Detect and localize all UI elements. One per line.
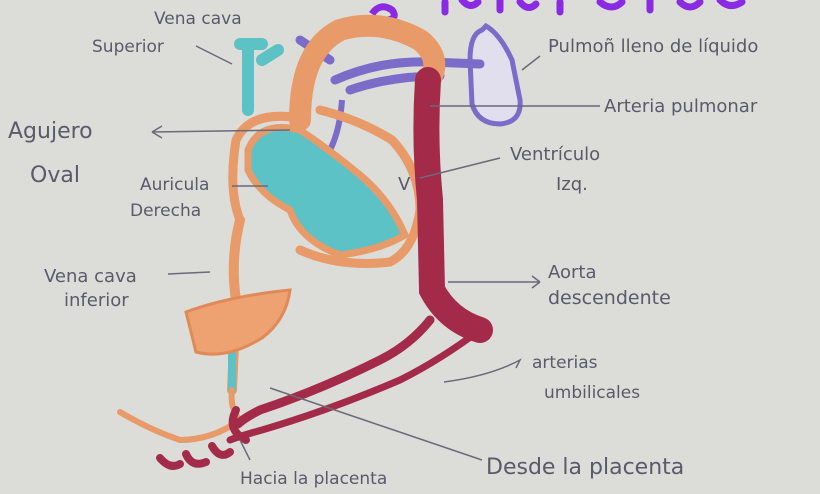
label-pulmon: Pulmoñ lleno de líquido (548, 36, 758, 57)
label-agujero-1: Agujero (8, 119, 93, 144)
label-desde-placenta: Desde la placenta (486, 455, 684, 480)
ventricle-mark: V (398, 174, 411, 195)
label-auricula-1: Auricula (140, 175, 209, 195)
label-vena-cava-superior-1: Vena cava (154, 9, 242, 29)
label-ventriculo-2: Izq. (556, 174, 588, 195)
label-arterias-1: arterias (532, 353, 598, 373)
label-vena-cava-inferior-2: inferior (64, 290, 129, 311)
label-arterias-2: umbilicales (544, 383, 640, 403)
label-ventriculo-1: Ventrículo (510, 144, 600, 165)
label-aorta-2: descendente (548, 287, 671, 309)
label-hacia-placenta: Hacia la placenta (240, 469, 387, 489)
label-vena-cava-superior-2: Superior (92, 37, 164, 57)
label-vena-cava-inferior-1: Vena cava (44, 266, 137, 287)
label-agujero-2: Oval (30, 163, 80, 188)
label-arteria-pulmonar: Arteria pulmonar (604, 96, 758, 117)
label-auricula-2: Derecha (130, 201, 201, 221)
label-aorta-1: Aorta (548, 262, 597, 283)
